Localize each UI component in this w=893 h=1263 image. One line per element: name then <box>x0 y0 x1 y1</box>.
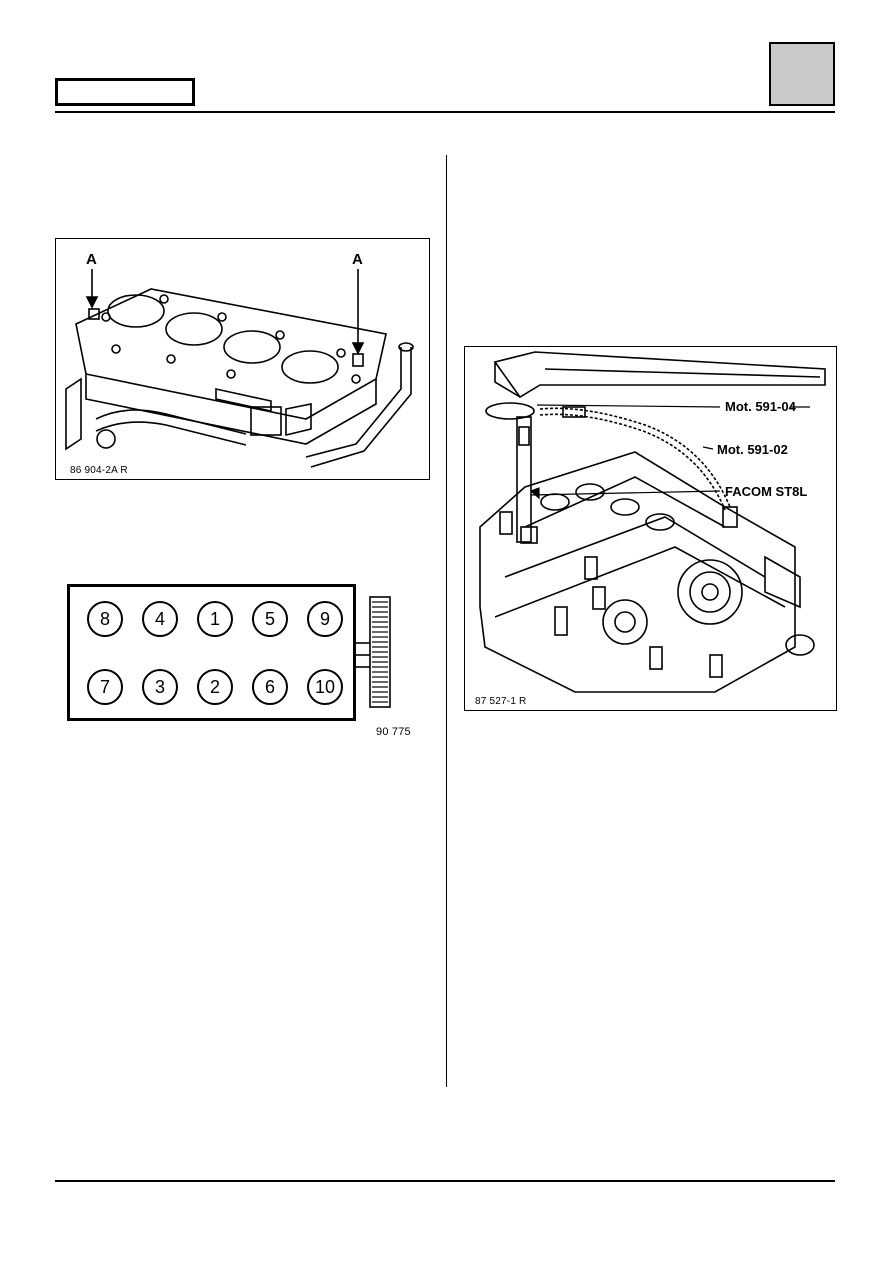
chapter-tab <box>769 42 835 106</box>
bolt-number: 6 <box>252 669 288 705</box>
bolt-row-bottom: 7 3 2 6 10 <box>87 669 343 705</box>
bolt-number: 2 <box>197 669 233 705</box>
diagram-reference: 90 775 <box>376 726 411 738</box>
column-divider <box>446 155 447 1087</box>
bolt-number: 1 <box>197 601 233 637</box>
tool-label-angle-gauge: Mot. 591-04 <box>725 399 796 414</box>
timing-gear-symbol <box>356 596 391 708</box>
bolt-number: 8 <box>87 601 123 637</box>
tool-label-cable: Mot. 591-02 <box>717 442 788 457</box>
bolt-number: 4 <box>142 601 178 637</box>
callout-a-right: A <box>352 251 363 268</box>
bolt-number: 3 <box>142 669 178 705</box>
figure-reference: 86 904-2A R <box>70 465 128 476</box>
tool-label-socket: FACOM ST8L <box>725 484 808 499</box>
figure-torque-tools: Mot. 591-04 Mot. 591-02 FACOM ST8L 87 52… <box>464 346 837 711</box>
bolt-number: 5 <box>252 601 288 637</box>
bolt-row-top: 8 4 1 5 9 <box>87 601 343 637</box>
bolt-number: 10 <box>307 669 343 705</box>
engine-block-illustration <box>65 269 414 468</box>
section-label-box <box>55 78 195 106</box>
callout-a-left: A <box>86 251 97 268</box>
bolt-number: 9 <box>307 601 343 637</box>
tightening-sequence-diagram: 8 4 1 5 9 7 3 2 6 10 <box>67 584 356 721</box>
figure-gasket: A A 86 904-2A R <box>55 238 430 480</box>
header-rule <box>55 111 835 113</box>
footer-rule <box>55 1180 835 1182</box>
figure-reference: 87 527-1 R <box>475 696 527 707</box>
cylinder-head-illustration <box>479 351 826 693</box>
bolt-number: 7 <box>87 669 123 705</box>
